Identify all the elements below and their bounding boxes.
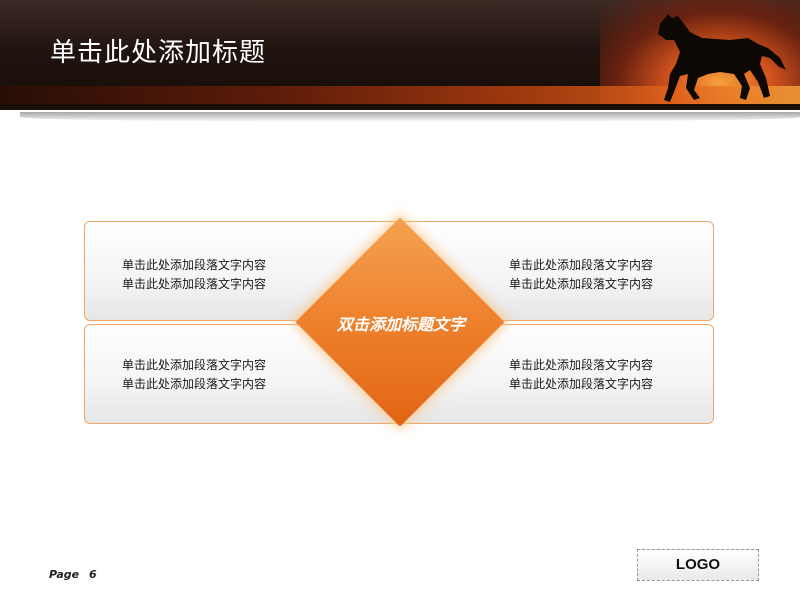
top-left-line-1: 单击此处添加段落文字内容 xyxy=(122,258,267,272)
logo-placeholder[interactable]: LOGO xyxy=(637,549,759,581)
slide-title[interactable]: 单击此处添加标题 xyxy=(50,38,267,68)
header-bottom-bar xyxy=(0,104,800,110)
bottom-right-line-1: 单击此处添加段落文字内容 xyxy=(509,358,654,372)
top-right-line-1: 单击此处添加段落文字内容 xyxy=(509,258,654,272)
bottom-left-text[interactable]: 单击此处添加段落文字内容 单击此处添加段落文字内容 xyxy=(122,356,266,394)
horse-silhouette-icon xyxy=(658,14,786,102)
top-right-text[interactable]: 单击此处添加段落文字内容 单击此处添加段落文字内容 xyxy=(509,256,653,294)
top-left-line-2: 单击此处添加段落文字内容 xyxy=(122,277,267,291)
bottom-right-line-2: 单击此处添加段落文字内容 xyxy=(509,377,654,391)
header-shadow xyxy=(20,112,800,122)
header-banner: 单击此处添加标题 xyxy=(0,0,800,110)
page-number: 6 xyxy=(89,568,97,581)
center-diamond[interactable]: 双击添加标题文字 xyxy=(295,217,506,428)
bottom-left-line-2: 单击此处添加段落文字内容 xyxy=(122,377,267,391)
horizon-strip xyxy=(0,86,800,104)
center-title: 双击添加标题文字 xyxy=(336,315,465,334)
top-left-text[interactable]: 单击此处添加段落文字内容 单击此处添加段落文字内容 xyxy=(122,256,266,294)
page-label: Page xyxy=(49,568,80,581)
bottom-right-text[interactable]: 单击此处添加段落文字内容 单击此处添加段落文字内容 xyxy=(509,356,653,394)
bottom-left-line-1: 单击此处添加段落文字内容 xyxy=(122,358,267,372)
top-right-line-2: 单击此处添加段落文字内容 xyxy=(509,277,654,291)
